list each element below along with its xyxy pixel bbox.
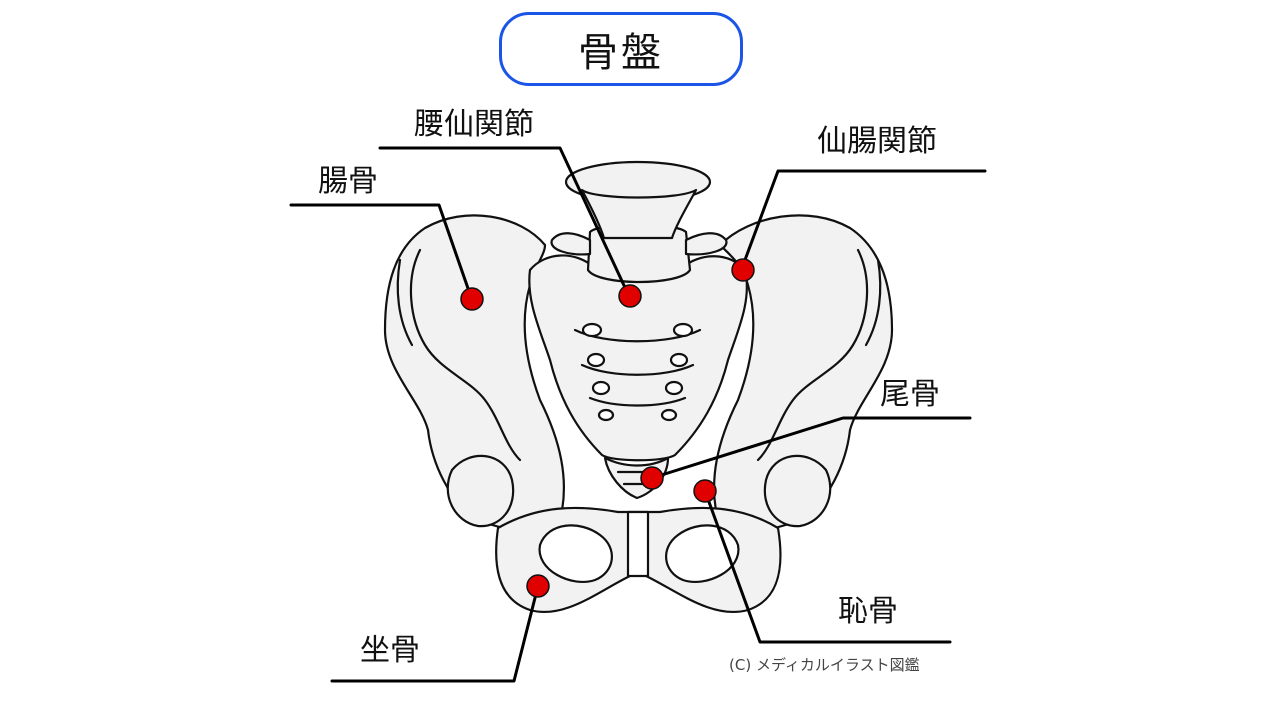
sacral-foramen — [597, 408, 615, 422]
title-box: 骨盤 — [499, 12, 743, 86]
label-pubis: 恥骨 — [838, 594, 898, 629]
sacral-foramen — [591, 380, 611, 396]
marker-ilium — [460, 287, 484, 311]
marker-pubis — [693, 479, 717, 503]
leader-line-sacroiliac — [740, 169, 987, 270]
pelvis-illustration — [383, 160, 894, 613]
leader-line-ilium — [289, 203, 473, 299]
label-coccyx: 尾骨 — [880, 377, 940, 412]
sacral-foramen — [581, 322, 603, 338]
markers — [460, 258, 755, 598]
sacral-foramen — [660, 408, 678, 422]
sacral-foramen — [586, 352, 606, 368]
leader-line-pubis — [703, 489, 952, 644]
sacral-ridge-2 — [580, 363, 695, 376]
leader-line-lumbosacral — [378, 146, 630, 296]
copyright-credit: (C) メディカルイラスト図鑑 — [729, 656, 920, 674]
right-acetabulum — [763, 454, 832, 528]
leader-line-ischium — [330, 584, 540, 683]
right-ilium-rim — [864, 258, 882, 347]
sacral-ridge-3 — [588, 396, 687, 407]
marker-lumbosacral-joint — [618, 284, 642, 308]
left-ilium-rim — [396, 258, 414, 347]
lumbar-transverse-process-right — [684, 232, 728, 256]
leader-lines — [289, 146, 987, 683]
pubic-symphysis — [626, 510, 650, 578]
marker-ischium — [526, 574, 550, 598]
right-obturator-foramen — [665, 524, 740, 583]
marker-coccyx — [640, 466, 664, 490]
left-acetabulum — [446, 454, 515, 528]
right-ilium-inner-contour — [756, 248, 869, 462]
label-ischium: 坐骨 — [360, 633, 420, 668]
right-ilium-shape — [712, 214, 894, 532]
lumbar-vertebra-neck — [580, 188, 698, 240]
label-lumbosacral-joint: 腰仙関節 — [414, 107, 534, 142]
diagram-title: 骨盤 — [578, 30, 664, 76]
marker-sacroiliac-joint — [731, 258, 755, 282]
label-sacroiliac-joint: 仙腸関節 — [817, 124, 937, 159]
sacrum — [528, 254, 748, 462]
left-ilium-inner-contour — [409, 248, 522, 462]
leader-line-coccyx — [650, 416, 972, 480]
left-obturator-foramen — [538, 524, 613, 583]
sacral-foramen — [664, 380, 684, 396]
left-ilium-shape — [383, 214, 566, 532]
sacral-foramen — [669, 352, 689, 368]
lumbar-transverse-process-left — [550, 232, 592, 256]
sacral-foramen — [672, 322, 694, 338]
label-ilium: 腸骨 — [318, 164, 378, 199]
